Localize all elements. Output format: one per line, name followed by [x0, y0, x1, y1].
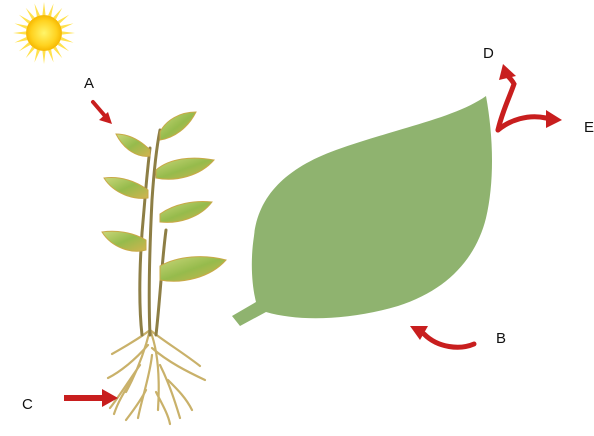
plant-leaf: [102, 231, 146, 251]
plant-stems: [140, 130, 166, 335]
sun-icon: [13, 2, 75, 64]
sun-ray: [58, 42, 70, 51]
sun-ray: [61, 37, 74, 43]
sun-ray: [48, 4, 54, 17]
arrow-e: [498, 110, 562, 130]
sun-ray: [42, 2, 45, 15]
arrow-c: [64, 389, 118, 407]
sun-ray: [15, 23, 28, 29]
label-c: C: [22, 396, 33, 413]
leaf-icon: [232, 96, 492, 326]
sun-ray: [42, 51, 45, 64]
plant-leaf: [160, 112, 196, 140]
sun-ray: [61, 23, 74, 29]
sun-ray: [19, 15, 31, 24]
arrow-b-lower: [410, 326, 474, 347]
sun-ray: [53, 8, 62, 20]
label-e: E: [584, 119, 594, 136]
sun-ray: [26, 8, 35, 20]
plant-icon: [102, 112, 226, 424]
arrow-a: [93, 102, 112, 124]
plant-leaf: [104, 178, 148, 199]
plant-leaf: [156, 158, 214, 179]
sun-ray: [13, 31, 26, 34]
label-a: A: [84, 75, 94, 92]
label-d: D: [483, 45, 494, 62]
plant-leaf: [160, 257, 226, 282]
sun-ray: [58, 15, 70, 24]
leaf-blade: [232, 96, 492, 326]
sun-core: [26, 15, 62, 51]
plant-leaf: [116, 134, 150, 156]
sun-ray: [62, 31, 75, 34]
sun-ray: [53, 47, 62, 59]
sun-ray: [34, 4, 40, 17]
plant-leaf: [160, 202, 212, 223]
sun-ray: [15, 37, 28, 43]
sun-ray: [26, 47, 35, 59]
label-b: B: [496, 330, 506, 347]
plant-roots: [108, 330, 205, 424]
sun-ray: [19, 42, 31, 51]
sun-ray: [34, 50, 40, 63]
sun-ray: [48, 50, 54, 63]
